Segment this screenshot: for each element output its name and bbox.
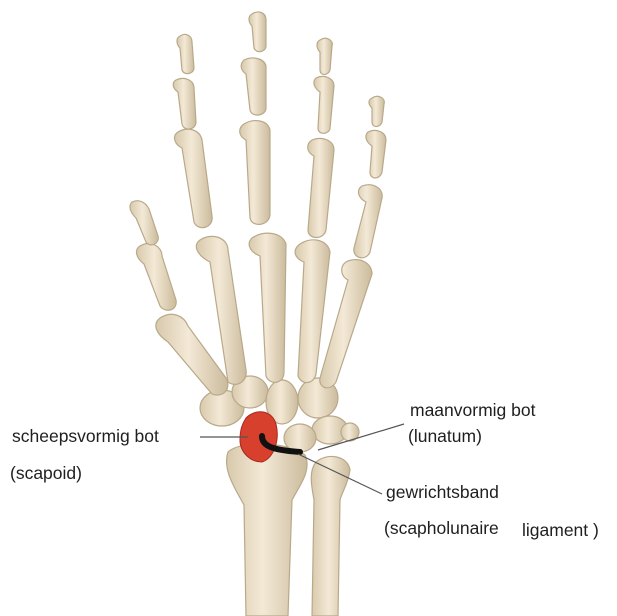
- ligament-label-latin-part1: (scapholunaire: [384, 520, 499, 538]
- ulna-bone: [311, 456, 350, 616]
- index-distal-phalanx: [177, 34, 194, 73]
- index-proximal-phalanx: [175, 129, 213, 227]
- ring-middle-phalanx: [314, 76, 334, 133]
- little-proximal-phalanx: [354, 185, 382, 258]
- radius-bone: [227, 444, 308, 616]
- metacarpal-bones: [156, 233, 372, 395]
- little-distal-phalanx: [369, 96, 384, 126]
- metacarpal-little: [320, 260, 372, 388]
- ligament-label-name: gewrichtsband: [386, 484, 499, 502]
- lunate-label-latin: (lunatum): [408, 428, 482, 446]
- scaphoid-label-name: scheepsvormig bot: [12, 428, 159, 446]
- thumb-proximal-phalanx: [137, 244, 177, 311]
- ring-distal-phalanx: [317, 38, 332, 74]
- ligament-label-latin-part2: ligament ): [522, 522, 599, 540]
- thumb-distal-phalanx: [130, 201, 158, 245]
- metacarpal-middle: [249, 233, 286, 382]
- lunate-bone: [284, 424, 316, 452]
- lunate-label-name: maanvormig bot: [410, 402, 535, 420]
- middle-middle-phalanx: [241, 58, 266, 115]
- ring-proximal-phalanx: [308, 138, 334, 237]
- index-middle-phalanx: [173, 78, 196, 129]
- middle-proximal-phalanx: [240, 121, 270, 225]
- metacarpal-thumb: [156, 314, 228, 395]
- little-middle-phalanx: [366, 130, 386, 178]
- middle-distal-phalanx: [249, 12, 266, 52]
- scaphoid-label-latin: (scapoid): [10, 465, 82, 483]
